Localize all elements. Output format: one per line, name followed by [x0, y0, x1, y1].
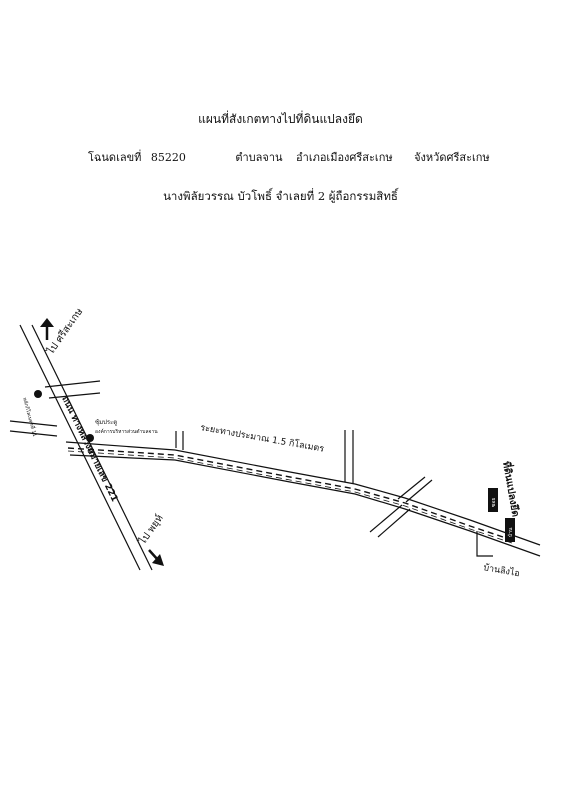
label-distance: ระยะทางประมาณ 1.5 กิโลเมตร [199, 422, 325, 455]
deed-label: โฉนดเลขที่ [88, 151, 142, 164]
side-road-w-b [9, 430, 58, 437]
label-to-south: ไป พยุห์ [136, 512, 166, 547]
arrow-north-icon [40, 318, 54, 340]
route-dashed-inner [67, 450, 513, 544]
side-road-ne-b [48, 392, 101, 399]
side-road-w-a [9, 420, 58, 427]
spur-road [175, 431, 184, 450]
deed-info-line: โฉนดเลขที่ 85220 ตำบลจาน อำเภอเมืองศรีสะ… [88, 148, 490, 166]
label-parcel: ที่ดินแปลงยึด [500, 460, 524, 518]
label-km-post: หลักกิโลเมตรที่ 11 [21, 397, 38, 438]
parcel-box-lower-icon [505, 518, 515, 542]
label-highway: ถนน ทางหลวงหมายเลข 221 [59, 395, 119, 504]
subdistrict: ตำบลจาน [235, 151, 283, 164]
diag-road-d [405, 479, 433, 503]
diag-road-a [369, 504, 403, 533]
label-village: บ้านลิงไอ [482, 562, 520, 579]
district: อำเภอเมืองศรีสะเกษ [296, 151, 393, 164]
parcel-box-upper-icon [488, 488, 498, 512]
highway-edge-left [19, 324, 141, 571]
route-dashed [67, 447, 513, 541]
province: จังหวัดศรีสะเกษ [414, 151, 490, 164]
local-road-edge-bottom [69, 454, 541, 557]
diag-road-b [377, 508, 411, 538]
parcel-box-upper-label: ซอย [491, 498, 497, 507]
local-road-edge-top [65, 441, 541, 546]
junction-marker-icon [86, 434, 94, 442]
label-to-north: ไป ศรีสะเกษ [44, 305, 86, 357]
village-spur [476, 531, 493, 557]
side-road-ne-a [44, 380, 101, 388]
diag-road-c [397, 476, 426, 500]
arrow-south-icon [148, 549, 164, 566]
deed-number: 85220 [150, 151, 186, 164]
owner-line: นางพิลัยวรรณ บัวโพธิ์ จำเลยที่ 2 ผู้ถือก… [163, 189, 398, 203]
label-office: องค์การบริหารส่วนตำบลจาน [95, 428, 158, 435]
parcel-box-lower-label: บ้าน [507, 527, 514, 537]
km-post-marker-icon [34, 390, 42, 398]
map-title: แผนที่สังเกตทางไปที่ดินแปลงยึด [198, 112, 363, 126]
label-junction: ซุ้มประตู [95, 419, 117, 426]
highway-edge-right [31, 324, 153, 571]
